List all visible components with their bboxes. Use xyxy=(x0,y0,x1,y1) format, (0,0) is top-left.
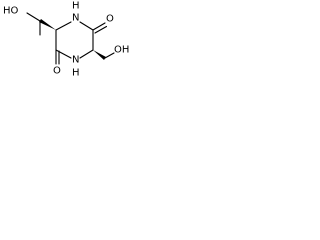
bond-ch2-oh xyxy=(104,52,115,59)
hydroxyethyl-group xyxy=(26,12,56,36)
hydroxyl-label-left: HO xyxy=(3,6,19,17)
bond-n4-c3 xyxy=(55,49,72,59)
bond-ch-oh xyxy=(26,12,41,22)
nh-label-bottom-h: H xyxy=(72,68,80,79)
bond-n1-c6 xyxy=(79,21,94,31)
molecule-structure: HO H N O N H O OH xyxy=(3,1,129,79)
carbonyl-o-label-bottom: O xyxy=(53,66,61,77)
hydroxyl-label-right: OH xyxy=(114,45,129,56)
nh-label-top-h: H xyxy=(72,1,80,12)
wedge-bond xyxy=(39,19,56,30)
bond-c6-o-top-a xyxy=(92,22,106,31)
carbonyl-o-label-top: O xyxy=(106,14,114,25)
ring-n-label-bottom: N xyxy=(72,55,79,66)
wedge-bond-right xyxy=(93,50,106,60)
hydroxymethyl-group xyxy=(93,50,115,60)
bond-c2-n1 xyxy=(55,21,72,31)
ring-n-label-top: N xyxy=(72,13,79,24)
ring-bonds xyxy=(55,21,94,59)
bond-c6-o-top-b xyxy=(94,25,108,34)
bond-c5-n4 xyxy=(79,49,94,59)
carbonyl-bonds xyxy=(55,22,108,65)
